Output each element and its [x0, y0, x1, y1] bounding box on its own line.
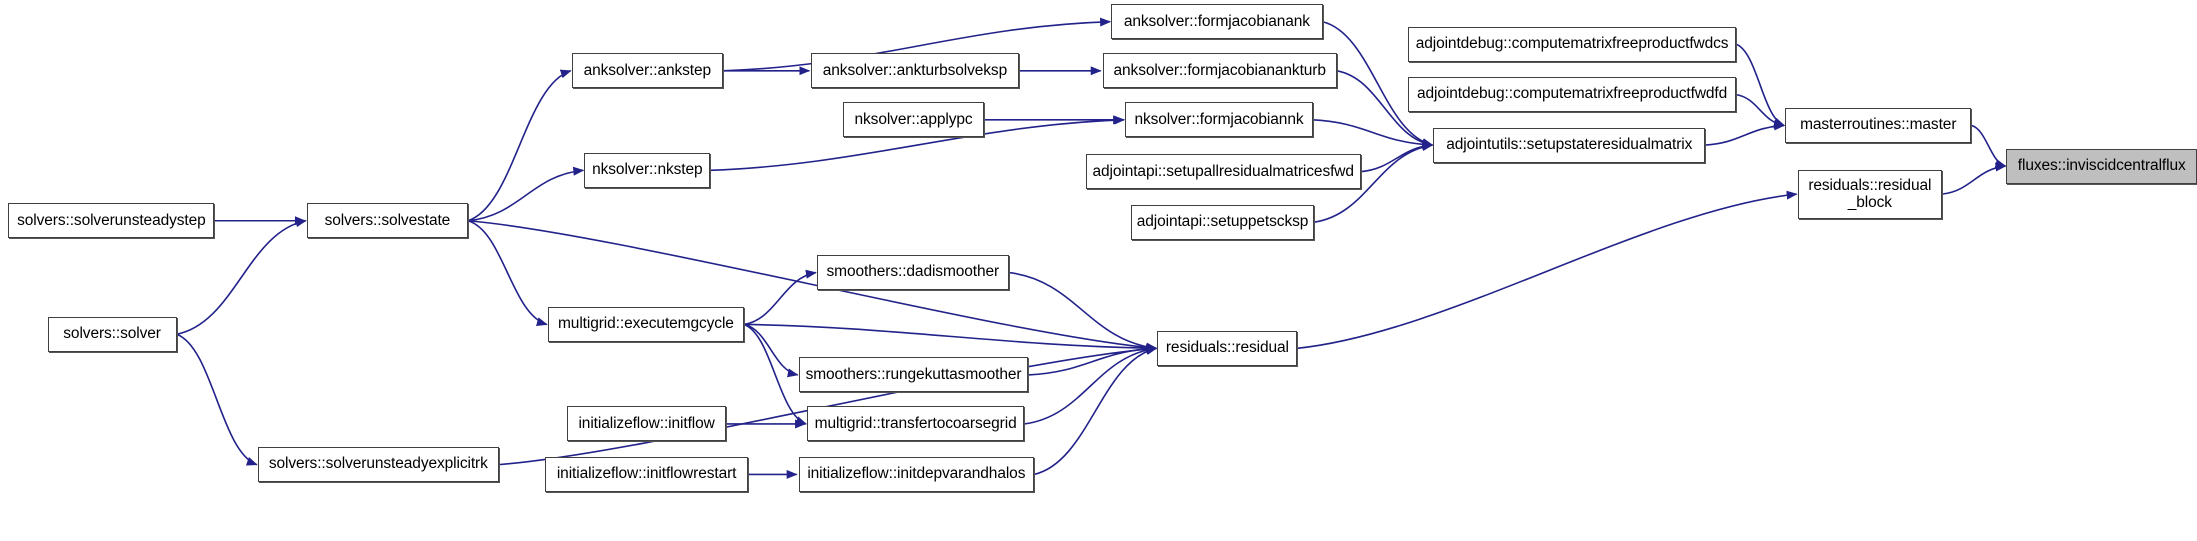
edge-solvestate-to-executemgcycle [467, 219, 548, 326]
edge-solver-to-solverunsteadyexplicitrk [176, 333, 258, 466]
edge-solvestate-to-ankstep [467, 69, 572, 222]
edge-rungekuttasmoother-to-residual [1028, 344, 1158, 376]
edge-setupstateresidualmatrix-to-master [1705, 121, 1786, 146]
graph-node-label: residuals::residual_block [1808, 177, 1931, 212]
graph-node-initflow[interactable]: initializeflow::initflow [567, 406, 726, 442]
graph-node-dadismoother[interactable]: smoothers::dadismoother [816, 255, 1009, 291]
graph-node-solverunsteadystep[interactable]: solvers::solverunsteadystep [8, 203, 215, 239]
graph-node-label: smoothers::rungekuttasmoother [805, 365, 1022, 383]
edge-computematrixfreeproductfwdcs-to-master [1735, 43, 1785, 127]
edge-residual-to-residual_block [1297, 190, 1798, 350]
graph-node-setupstateresidualmatrix[interactable]: adjointutils::setupstateresidualmatrix [1433, 127, 1706, 163]
graph-node-solver[interactable]: solvers::solver [47, 316, 177, 352]
graph-node-ankturbsolveksp[interactable]: anksolver::ankturbsolveksp [811, 53, 1019, 89]
edge-dadismoother-to-residual [1008, 271, 1158, 352]
graph-node-label: solvers::solverunsteadystep [17, 211, 206, 229]
edge-executemgcycle-to-residual [743, 323, 1158, 353]
graph-node-residual_block[interactable]: residuals::residual_block [1797, 169, 1942, 219]
graph-node-inviscidcentralflux[interactable]: fluxes::inviscidcentralflux [2006, 148, 2197, 184]
graph-node-label: multigrid::executemgcycle [558, 315, 734, 333]
edge-executemgcycle-to-dadismoother [743, 269, 817, 326]
graph-node-setuppetscksp[interactable]: adjointapi::setuppetscksp [1130, 204, 1315, 240]
graph-node-nkstep[interactable]: nksolver::nkstep [584, 152, 711, 188]
graph-node-master[interactable]: masterroutines::master [1785, 107, 1972, 143]
edge-solvestate-to-nkstep [467, 166, 585, 222]
graph-node-ankstep[interactable]: anksolver::ankstep [571, 53, 723, 89]
graph-node-label: adjointapi::setupallresidualmatricesfwd [1092, 162, 1354, 180]
graph-node-solverunsteadyexplicitrk[interactable]: solvers::solverunsteadyexplicitrk [257, 447, 499, 483]
edge-initdepvarandhalos-to-residual [1033, 346, 1158, 476]
graph-node-label: adjointutils::setupstateresidualmatrix [1446, 135, 1693, 153]
edge-residual_block-to-inviscidcentralflux [1941, 162, 2007, 195]
graph-node-label: anksolver::formjacobianankturb [1113, 61, 1326, 79]
graph-node-label: initializeflow::initflow [578, 414, 715, 432]
graph-node-label: nksolver::formjacobiannk [1134, 110, 1304, 128]
graph-node-label: initializeflow::initflowrestart [556, 465, 737, 483]
graph-node-label: masterroutines::master [1800, 116, 1957, 134]
graph-node-label: solvers::solvestate [324, 211, 451, 229]
edge-formjacobiannk-to-setupstateresidualmatrix [1312, 119, 1434, 150]
graph-node-label: adjointdebug::computematrixfreeproductfw… [1416, 85, 1728, 103]
graph-node-residual[interactable]: residuals::residual [1157, 330, 1298, 366]
graph-node-executemgcycle[interactable]: multigrid::executemgcycle [547, 306, 744, 342]
graph-node-computematrixfreeproductfwdcs[interactable]: adjointdebug::computematrixfreeproductfw… [1408, 26, 1736, 62]
graph-node-label: adjointapi::setuppetscksp [1136, 213, 1309, 230]
graph-node-formjacobianankturb[interactable]: anksolver::formjacobianankturb [1102, 53, 1337, 89]
graph-node-initdepvarandhalos[interactable]: initializeflow::initdepvarandhalos [798, 456, 1035, 492]
graph-node-setupallresidualmatricesfwd[interactable]: adjointapi::setupallresidualmatricesfwd [1085, 154, 1361, 190]
graph-node-label-line1: residuals::residual [1808, 176, 1932, 194]
edge-setupallresidualmatricesfwd-to-setupstateresidualmatrix [1360, 141, 1434, 173]
graph-node-label: smoothers::dadismoother [826, 263, 1000, 281]
graph-node-applypc[interactable]: nksolver::applypc [843, 102, 984, 138]
graph-node-label: anksolver::formjacobianank [1123, 12, 1310, 30]
graph-node-label: anksolver::ankstep [583, 61, 712, 79]
edge-transfertocoarsegrid-to-residual [1024, 345, 1158, 425]
edge-computematrixfreeproductfwdfd-to-master [1735, 93, 1786, 129]
graph-node-label: anksolver::ankturbsolveksp [822, 61, 1008, 79]
graph-node-label: initializeflow::initdepvarandhalos [807, 465, 1026, 483]
graph-node-computematrixfreeproductfwdfd[interactable]: adjointdebug::computematrixfreeproductfw… [1408, 77, 1736, 113]
graph-node-label: nksolver::applypc [854, 110, 973, 128]
graph-node-solvestate[interactable]: solvers::solvestate [306, 203, 468, 239]
graph-node-label: adjointdebug::computematrixfreeproductfw… [1415, 35, 1729, 52]
graph-node-rungekuttasmoother[interactable]: smoothers::rungekuttasmoother [798, 357, 1029, 393]
edge-master-to-inviscidcentralflux [1971, 124, 2007, 168]
graph-node-transfertocoarsegrid[interactable]: multigrid::transfertocoarsegrid [807, 406, 1025, 442]
graph-node-label: residuals::residual [1165, 339, 1289, 357]
graph-node-label: solvers::solver [63, 325, 161, 343]
edge-executemgcycle-to-rungekuttasmoother [743, 323, 799, 378]
graph-node-formjacobianank[interactable]: anksolver::formjacobianank [1111, 4, 1323, 40]
graph-node-label: fluxes::inviscidcentralflux [2017, 156, 2186, 174]
graph-node-initflowrestart[interactable]: initializeflow::initflowrestart [545, 456, 749, 492]
edge-executemgcycle-to-transfertocoarsegrid [743, 323, 808, 425]
graph-node-label: solvers::solverunsteadyexplicitrk [268, 455, 488, 473]
graph-node-label: nksolver::nkstep [592, 161, 703, 179]
graph-node-label: multigrid::transfertocoarsegrid [814, 414, 1017, 432]
graph-node-label-line2: _block [1847, 194, 1892, 212]
graph-node-formjacobiannk[interactable]: nksolver::formjacobiannk [1125, 102, 1313, 138]
